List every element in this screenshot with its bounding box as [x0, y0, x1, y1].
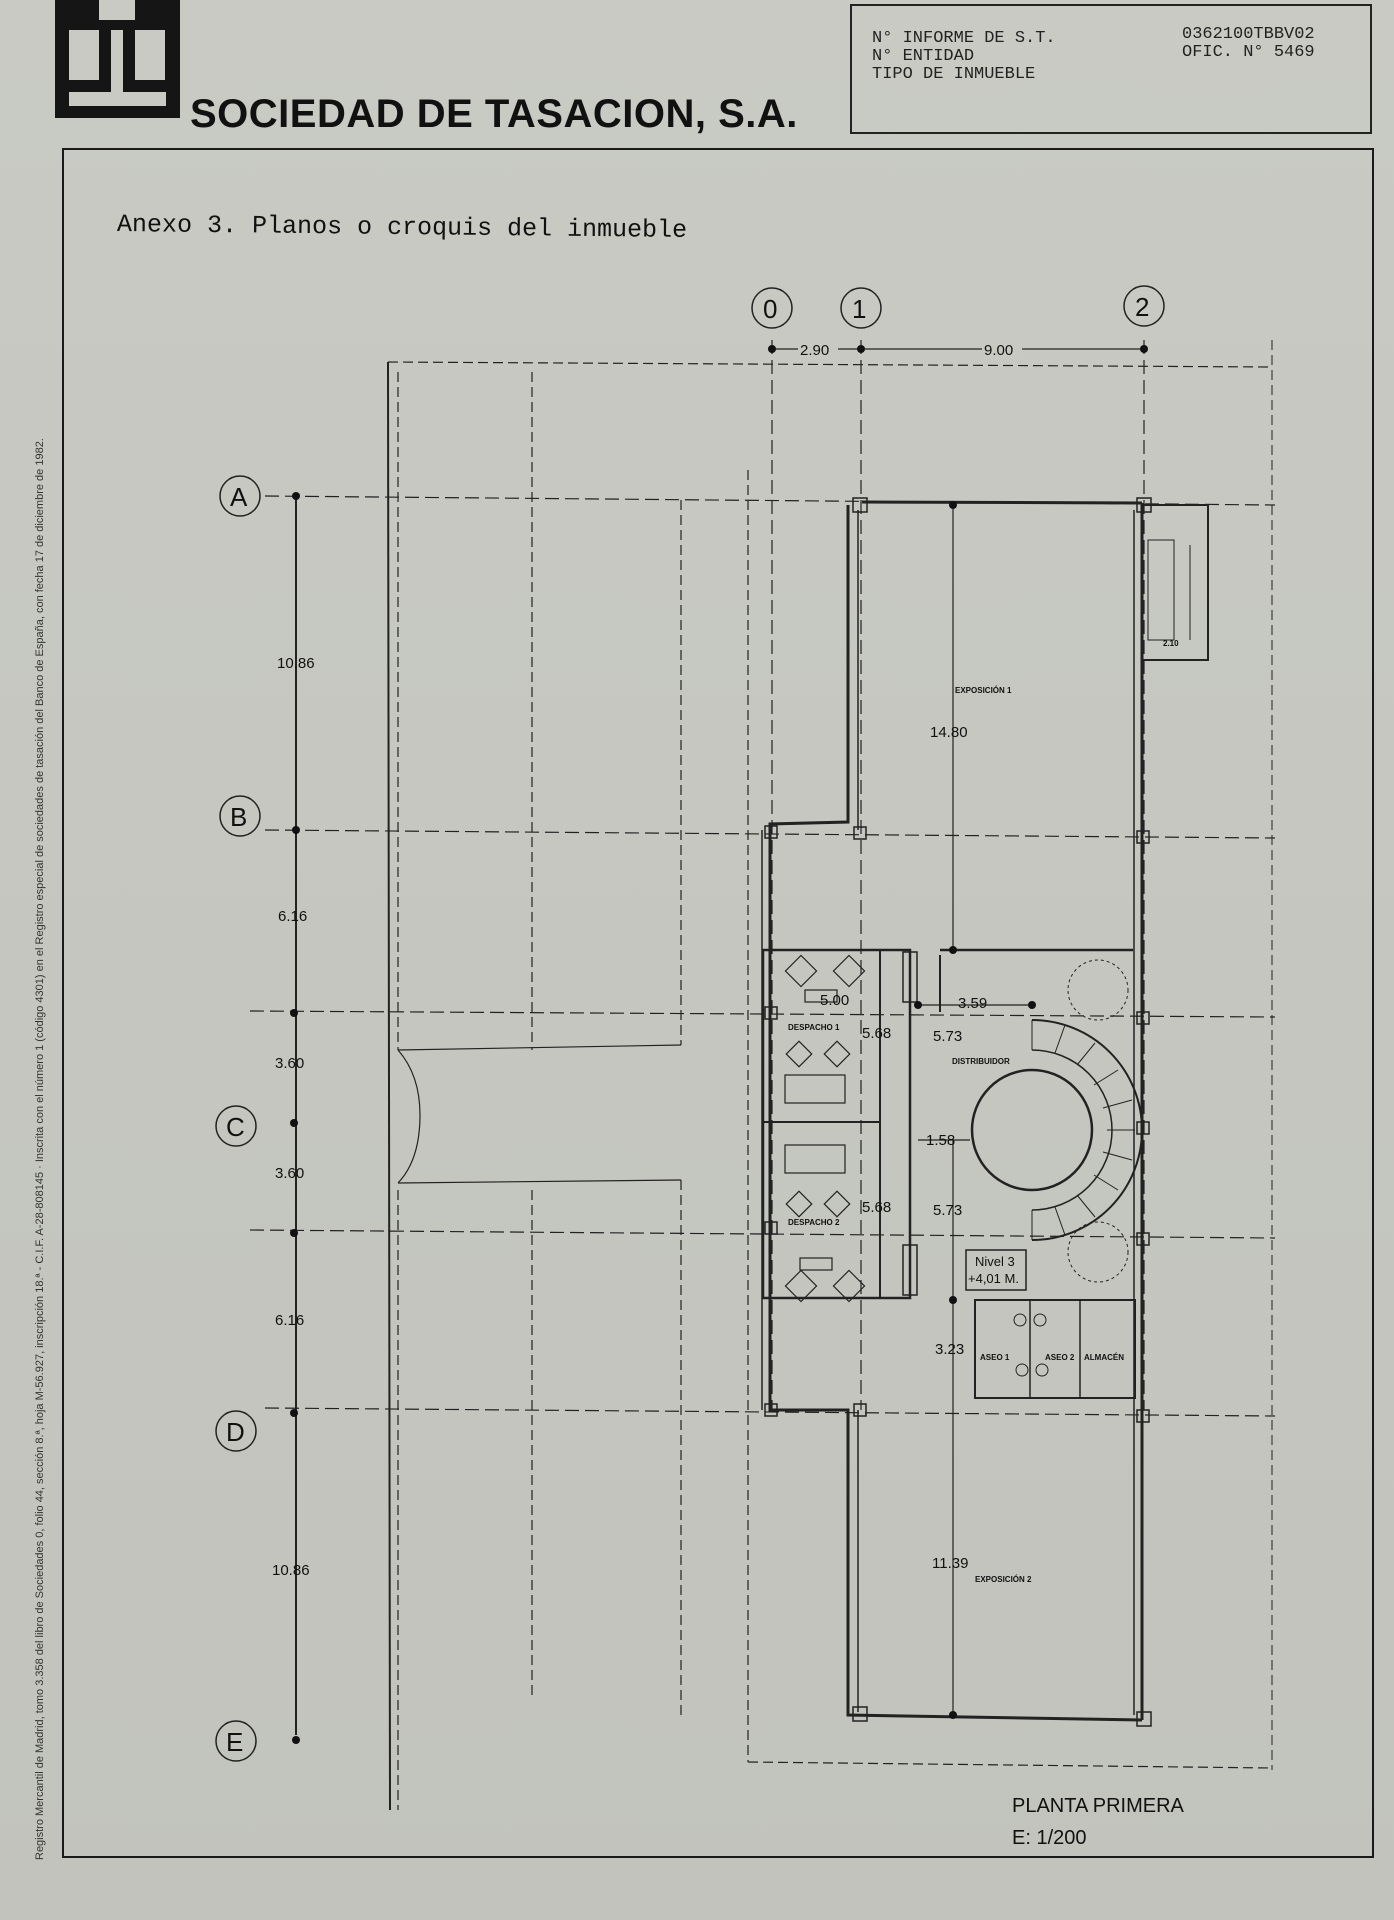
dim-col-0-1: 2.90	[800, 342, 829, 359]
dim-1139: 11.39	[932, 1555, 968, 1572]
dim-573-a: 5.73	[933, 1028, 962, 1045]
grid-row-e-label: E	[226, 1727, 243, 1757]
dim-573-b: 5.73	[933, 1202, 962, 1219]
company-name: SOCIEDAD DE TASACION, S.A.	[190, 92, 798, 136]
grid-column-2-label: 2	[1135, 292, 1149, 322]
dim-210: 2.10	[1163, 639, 1179, 648]
room-despacho-2: DESPACHO 2	[788, 1218, 840, 1227]
level-label: Nivel 3	[975, 1254, 1015, 1269]
drawing-frame	[62, 148, 1374, 1858]
report-number-value: 0362100TBBV02	[1182, 25, 1315, 44]
room-almacen: ALMACÉN	[1084, 1353, 1124, 1362]
level-height: +4,01 M.	[968, 1271, 1019, 1286]
report-info-box: N° INFORME DE S.T. N° ENTIDAD TIPO DE IN…	[850, 4, 1372, 134]
grid-row-c-label: C	[226, 1112, 245, 1142]
plan-title: PLANTA PRIMERA	[1012, 1795, 1184, 1817]
grid-row-a-label: A	[230, 482, 248, 512]
entity-label: N° ENTIDAD	[872, 47, 975, 66]
dim-158: 1.58	[926, 1132, 955, 1149]
dim-500: 5.00	[820, 992, 849, 1009]
dim-row-3: 3.60	[275, 1055, 304, 1072]
office-value: OFIC. N° 5469	[1182, 43, 1315, 62]
dim-row-5: 6.16	[275, 1312, 304, 1329]
dim-col-1-2: 9.00	[984, 342, 1013, 359]
report-number-label: N° INFORME DE S.T.	[872, 29, 1056, 48]
dim-row-2: 6.16	[278, 908, 307, 925]
room-exposicion-1: EXPOSICIÓN 1	[955, 686, 1012, 695]
grid-row-b-label: B	[230, 802, 247, 832]
plan-scale: E: 1/200	[1012, 1827, 1087, 1849]
grid-column-1-label: 1	[852, 294, 866, 324]
dim-1480: 14.80	[930, 724, 968, 741]
dim-568-b: 5.68	[862, 1199, 891, 1216]
room-aseo-2: ASEO 2	[1045, 1353, 1075, 1362]
company-logo-icon	[55, 0, 180, 118]
dim-323: 3.23	[935, 1341, 964, 1358]
room-despacho-1: DESPACHO 1	[788, 1023, 840, 1032]
grid-row-d-label: D	[226, 1417, 245, 1447]
grid-column-0-label: 0	[763, 294, 777, 324]
room-distribuidor: DISTRIBUIDOR	[952, 1057, 1010, 1066]
dim-row-1: 10.86	[277, 655, 315, 672]
dim-359: 3.59	[958, 995, 987, 1012]
dim-568-a: 5.68	[862, 1025, 891, 1042]
dim-row-4: 3.60	[275, 1165, 304, 1182]
dim-row-6: 10.86	[272, 1562, 310, 1579]
room-aseo-1: ASEO 1	[980, 1353, 1010, 1362]
property-type-label: TIPO DE INMUEBLE	[872, 65, 1036, 84]
room-exposicion-2: EXPOSICIÓN 2	[975, 1575, 1032, 1584]
